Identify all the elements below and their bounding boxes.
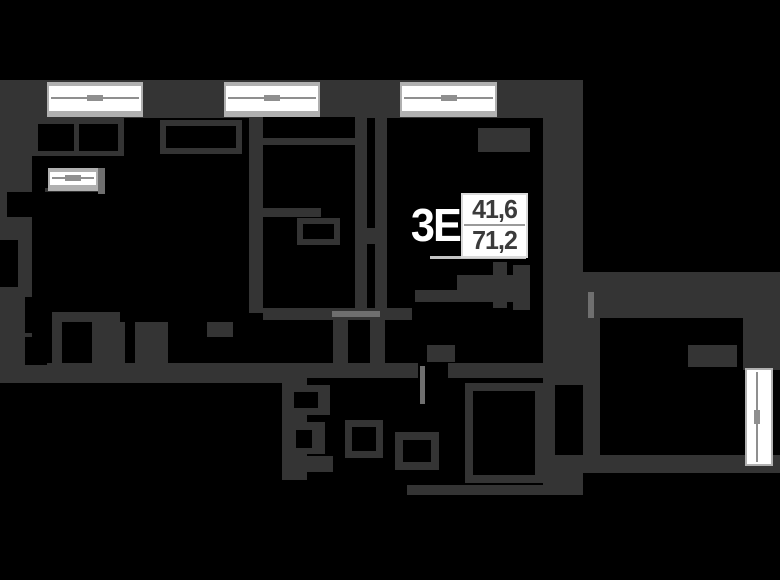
wall-niche-1 bbox=[7, 192, 32, 217]
cabinet-a bbox=[135, 322, 168, 365]
bath-wing-bottom-wall-b bbox=[407, 485, 583, 495]
door-leaf-corridor bbox=[332, 311, 380, 317]
right-wing-floor bbox=[600, 318, 743, 455]
door-leaf-bath bbox=[420, 366, 425, 404]
right-wing-right-wall-upper bbox=[743, 318, 780, 370]
window-right-handle bbox=[754, 410, 760, 424]
window-kitchen-small-handle bbox=[65, 175, 81, 181]
wc-fixture-2-inner bbox=[296, 430, 312, 448]
wc-fixture-3 bbox=[283, 456, 333, 472]
dresser bbox=[457, 275, 530, 290]
door-leaf-kitchen bbox=[98, 168, 105, 194]
side-table-inner bbox=[303, 224, 334, 239]
kitchen-cabinet-b bbox=[79, 124, 118, 151]
partition-a-b bbox=[249, 117, 263, 313]
door-leaf-right-wing bbox=[588, 292, 594, 318]
label-underline bbox=[430, 256, 526, 259]
closet-post-b bbox=[370, 320, 385, 365]
dining-table-inner bbox=[166, 126, 236, 148]
bathtub-inner bbox=[473, 391, 535, 475]
kitchen-cabinet-a bbox=[38, 124, 74, 151]
window-top-2-handle bbox=[264, 95, 280, 101]
cabinet-b bbox=[207, 322, 233, 337]
wardrobe bbox=[478, 128, 530, 152]
room-b-right-wall bbox=[355, 117, 367, 313]
hall-floor bbox=[387, 302, 543, 363]
bed-head bbox=[263, 138, 355, 145]
wall-niche-3 bbox=[25, 297, 47, 333]
washing-machine-inner bbox=[352, 427, 376, 451]
sofa-arm bbox=[52, 322, 62, 365]
window-top-1-handle bbox=[87, 95, 103, 101]
window-top-3-handle bbox=[441, 95, 457, 101]
right-wing-top-wall bbox=[583, 272, 780, 318]
sink-inner bbox=[403, 440, 431, 462]
wall-niche-2 bbox=[0, 240, 18, 287]
sofa-back bbox=[52, 312, 120, 322]
wall-niche-4 bbox=[25, 337, 47, 365]
hall-fixture bbox=[427, 345, 455, 362]
bed-bench bbox=[257, 208, 321, 217]
right-wing-left-wall bbox=[583, 288, 600, 455]
sofa-seat bbox=[92, 322, 125, 365]
tv-stand bbox=[688, 345, 737, 367]
room-c-left-wall bbox=[375, 117, 387, 313]
duct-block bbox=[367, 228, 375, 244]
wc-fixture-1-inner bbox=[294, 392, 318, 408]
closet-post-a bbox=[333, 320, 348, 365]
shower-niche bbox=[555, 385, 583, 455]
right-wing-bottom-wall bbox=[553, 455, 780, 473]
